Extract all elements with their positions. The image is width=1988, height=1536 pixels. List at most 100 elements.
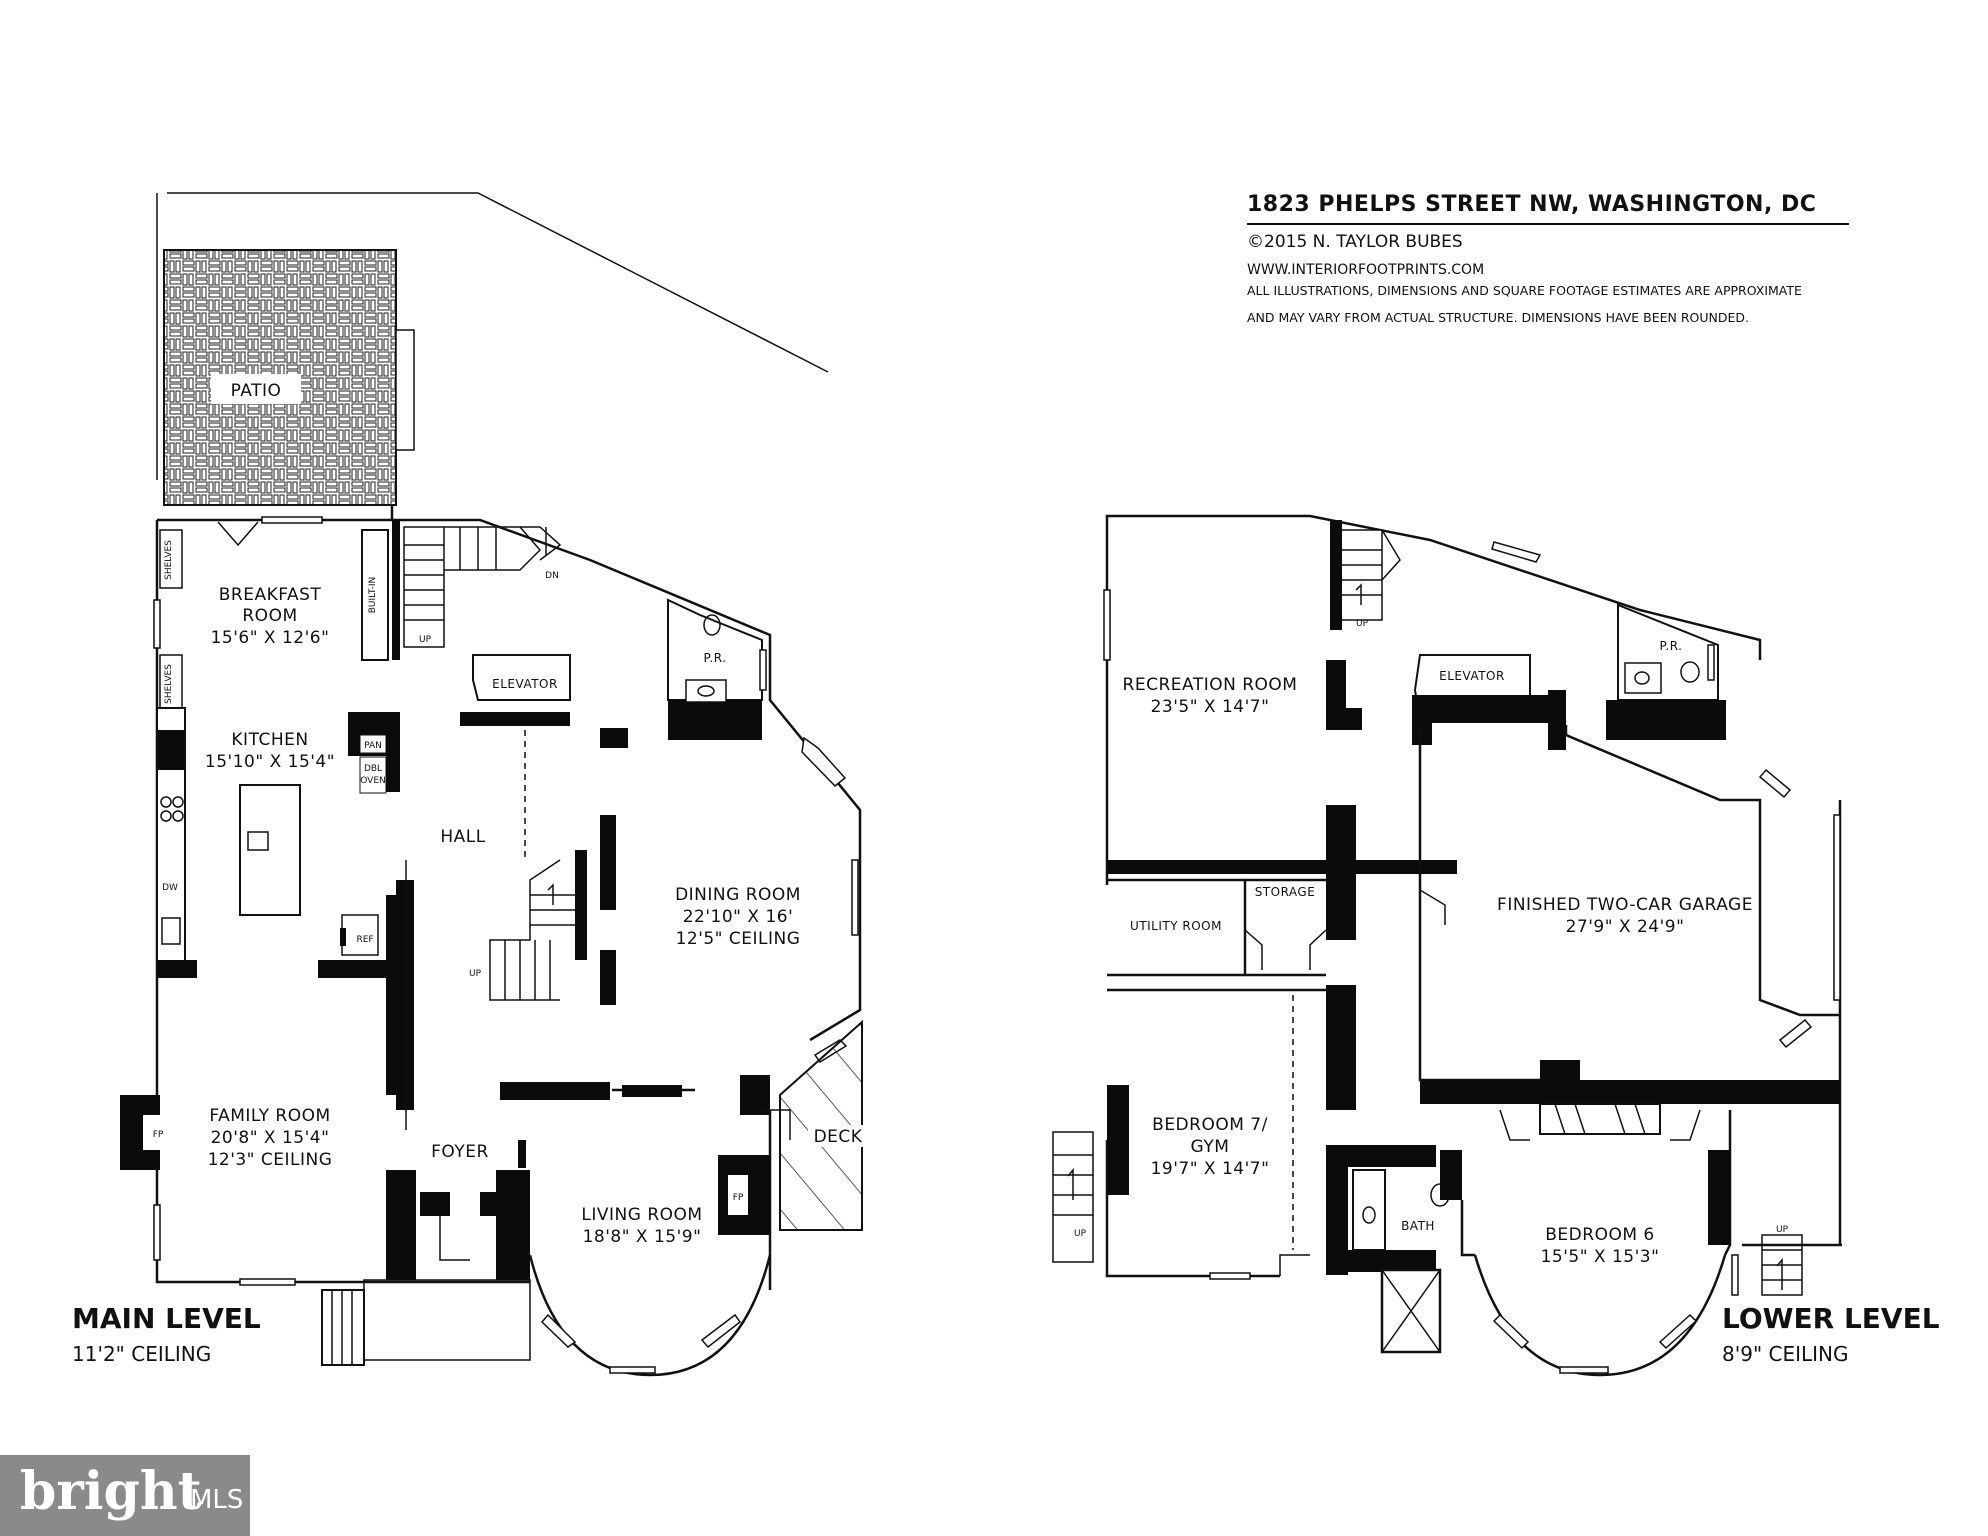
- shelves-1: [159, 529, 183, 589]
- wall: [1326, 1250, 1436, 1272]
- patio-label-bg: [211, 374, 301, 404]
- living-room-label: LIVING ROOM: [581, 1205, 702, 1225]
- kitchen-label: KITCHEN: [231, 730, 308, 750]
- recreation-room-dims: 23'5" X 14'7": [1151, 697, 1270, 717]
- hall-label: HALL: [440, 827, 485, 847]
- wall: [1606, 700, 1726, 740]
- breakfast-room-label-1: BREAKFAST: [219, 585, 322, 605]
- wall: [600, 728, 628, 748]
- window: [851, 859, 859, 936]
- window: [1833, 814, 1841, 1001]
- stairs-down-label: DN: [545, 571, 559, 581]
- window: [1103, 589, 1111, 661]
- double-oven-label-1: DBL: [364, 764, 382, 774]
- dining-room-label: DINING ROOM: [675, 885, 801, 905]
- window: [759, 649, 767, 691]
- copyright-line: ©2015 N. TAYLOR BUBES: [1247, 232, 1463, 252]
- wall: [518, 1140, 526, 1168]
- garage-door: [1419, 889, 1446, 925]
- toilet: [703, 614, 721, 636]
- wall: [1412, 695, 1432, 745]
- closet-door: [1554, 1103, 1566, 1135]
- stairs-up-label-2: UP: [469, 969, 482, 979]
- bedroom6-closet: [1539, 1103, 1661, 1135]
- breakfast-doors: [217, 521, 259, 547]
- wall: [1548, 690, 1566, 750]
- deck-label-bg: [808, 1125, 870, 1147]
- window: [1758, 768, 1792, 799]
- lower-level-title: LOWER LEVEL: [1722, 1302, 1940, 1335]
- family-room-ceiling: 12'3" CEILING: [208, 1150, 333, 1170]
- garage-dims: 27'9" X 24'9": [1566, 917, 1685, 937]
- main-level-title: MAIN LEVEL: [72, 1302, 261, 1335]
- window: [1778, 1018, 1813, 1049]
- refrigerator: [341, 914, 379, 956]
- main-stairs: [489, 859, 575, 1001]
- lower-level-plan: RECREATION ROOM 23'5" X 14'7" UP: [1052, 514, 1842, 1377]
- bedroom7-label-1: BEDROOM 7/: [1152, 1115, 1268, 1135]
- window: [1731, 1254, 1739, 1296]
- lower-west-stairs: [1052, 1131, 1094, 1263]
- pantry-label: PAN: [364, 741, 382, 751]
- bedroom6-bay: [1473, 1254, 1727, 1377]
- vanity: [685, 679, 727, 703]
- closet-door: [1634, 1103, 1646, 1135]
- dishwasher-label: DW: [162, 883, 178, 893]
- wall: [1730, 1080, 1840, 1104]
- lower-elevator-label: ELEVATOR: [1439, 669, 1505, 683]
- bedroom6-door: [1499, 1109, 1530, 1141]
- window: [153, 599, 161, 649]
- wall: [1326, 805, 1356, 940]
- main-elevator-label: ELEVATOR: [492, 677, 558, 691]
- closet-door: [1574, 1103, 1586, 1135]
- wall: [460, 712, 570, 726]
- wall: [1326, 1150, 1348, 1275]
- wall: [600, 950, 616, 1005]
- main-powder-room-label: P.R.: [704, 651, 727, 665]
- main-top-stairs: [403, 526, 562, 648]
- island-sink: [247, 831, 269, 851]
- bright-mls-logo: bright MLS: [0, 1455, 250, 1536]
- window: [801, 736, 847, 788]
- family-room-dims: 20'8" X 15'4": [211, 1128, 330, 1148]
- lower-outer-wall-north: [1105, 514, 1762, 885]
- bedroom6-label: BEDROOM 6: [1545, 1225, 1654, 1245]
- wall: [1326, 1145, 1436, 1167]
- family-room-label: FAMILY ROOM: [209, 1106, 330, 1126]
- wall: [318, 960, 403, 978]
- main-elevator: [472, 654, 571, 701]
- disclaimer-line-2: AND MAY VARY FROM ACTUAL STRUCTURE. DIME…: [1247, 310, 1750, 325]
- shower: [1352, 1169, 1386, 1251]
- refrigerator-label: REF: [356, 935, 373, 945]
- entry-steps: [321, 1279, 531, 1366]
- wall: [496, 1170, 530, 1280]
- patio-label: PATIO: [231, 381, 282, 401]
- patio-step: [395, 329, 415, 451]
- window: [1491, 541, 1542, 563]
- wall: [396, 880, 414, 1110]
- sink: [1634, 671, 1650, 685]
- lower-powder-room-label: P.R.: [1660, 639, 1683, 653]
- wall: [386, 712, 400, 792]
- wall: [1412, 695, 1552, 723]
- sink: [697, 685, 715, 697]
- header-rule: [1247, 223, 1849, 225]
- wall: [158, 730, 184, 770]
- window: [1658, 1313, 1698, 1350]
- double-oven-label-2: OVEN: [360, 776, 386, 786]
- bath-label: BATH: [1401, 1219, 1435, 1233]
- wall: [386, 1170, 416, 1280]
- wall: [1330, 520, 1342, 630]
- address-title: 1823 PHELPS STREET NW, WASHINGTON, DC: [1247, 192, 1817, 217]
- shelves-label-1: SHELVES: [164, 540, 174, 580]
- outer-wall-east: [392, 518, 862, 1042]
- website-line: WWW.INTERIORFOOTPRINTS.COM: [1247, 262, 1485, 278]
- window: [239, 1278, 296, 1286]
- wall: [1326, 985, 1356, 1110]
- garage-label: FINISHED TWO-CAR GARAGE: [1497, 895, 1753, 915]
- property-line-angled: [167, 192, 829, 373]
- window: [1492, 1313, 1530, 1350]
- utility-door: [1244, 929, 1263, 970]
- dining-room-dims: 22'10" X 16': [683, 907, 794, 927]
